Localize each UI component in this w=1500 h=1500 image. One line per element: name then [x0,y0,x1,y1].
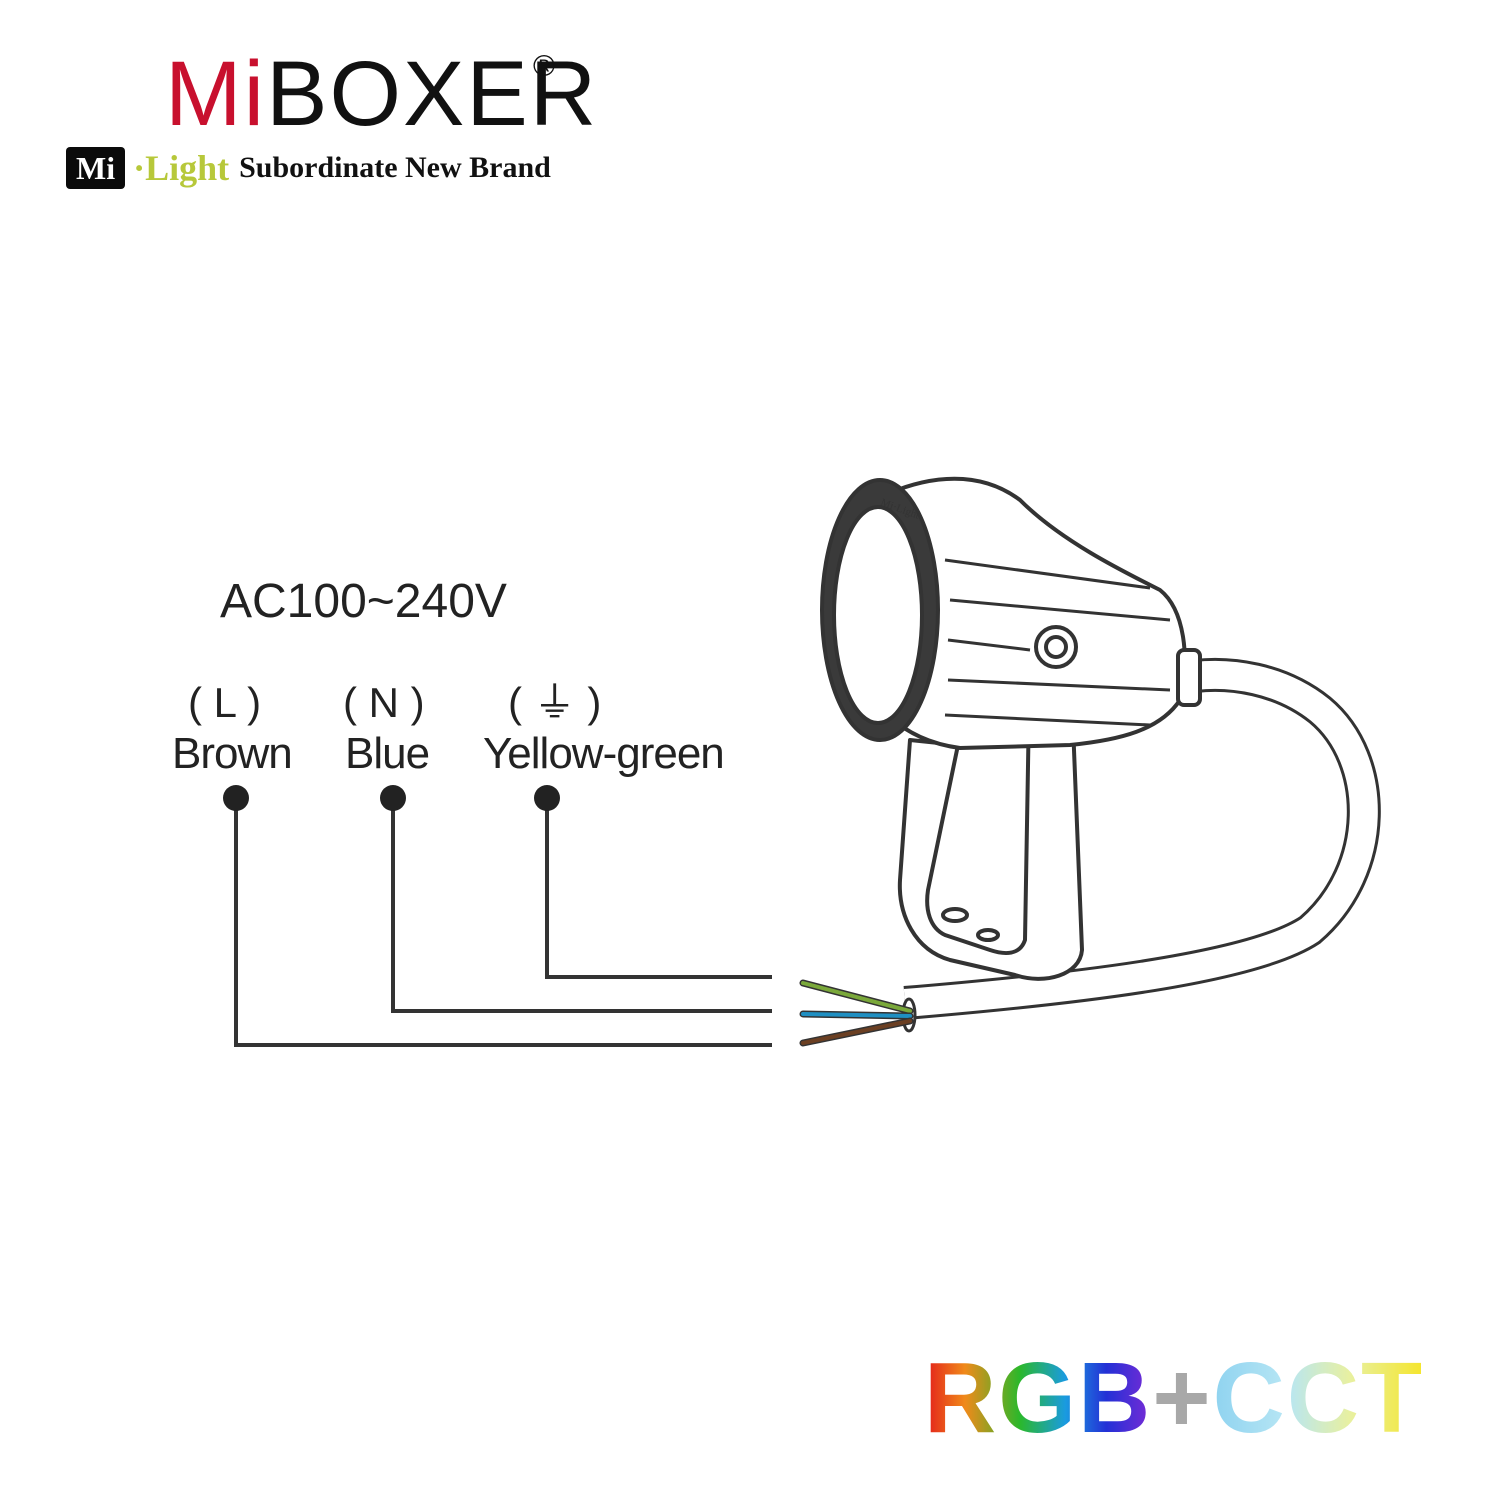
terminal-code-live: ( L ) [188,679,262,726]
tagline-text: Subordinate New Brand [239,151,551,184]
tagline-light: ·Light [133,148,230,188]
terminal-code-earth: ( ⏚ ) [508,679,602,726]
connection-lines [234,800,772,1047]
neutral-terminal-dot [380,785,406,811]
badge-cct: CCT [1212,1342,1425,1454]
lamp-body [820,476,1202,750]
tagline-mi-box: Mi [66,147,126,189]
terminal-code-neutral: ( N ) [343,679,425,726]
neutral-line [391,800,772,1013]
rgb-cct-badge: RGB+CCT [924,1348,1424,1448]
logo-accent: Mi [165,43,267,145]
live-terminal-dot [223,785,249,811]
wire-name-blue: Blue [345,729,430,778]
wire-name-yellow-green: Yellow-green [483,729,725,778]
earth-terminal-dot [534,785,560,811]
badge-rgb: RGB [924,1342,1153,1454]
live-line [234,800,772,1047]
miboxer-logo: MiBOXER [165,48,598,140]
lamp-lens [832,505,924,725]
badge-plus: + [1152,1342,1213,1454]
wire-name-brown: Brown [172,729,293,778]
earth-line [545,800,772,979]
brand-tagline: Mi ·Light Subordinate New Brand [66,145,551,191]
voltage-label: AC100~240V [220,575,507,628]
registered-mark: ® [533,50,556,83]
logo-rest: BOXER [266,43,599,145]
